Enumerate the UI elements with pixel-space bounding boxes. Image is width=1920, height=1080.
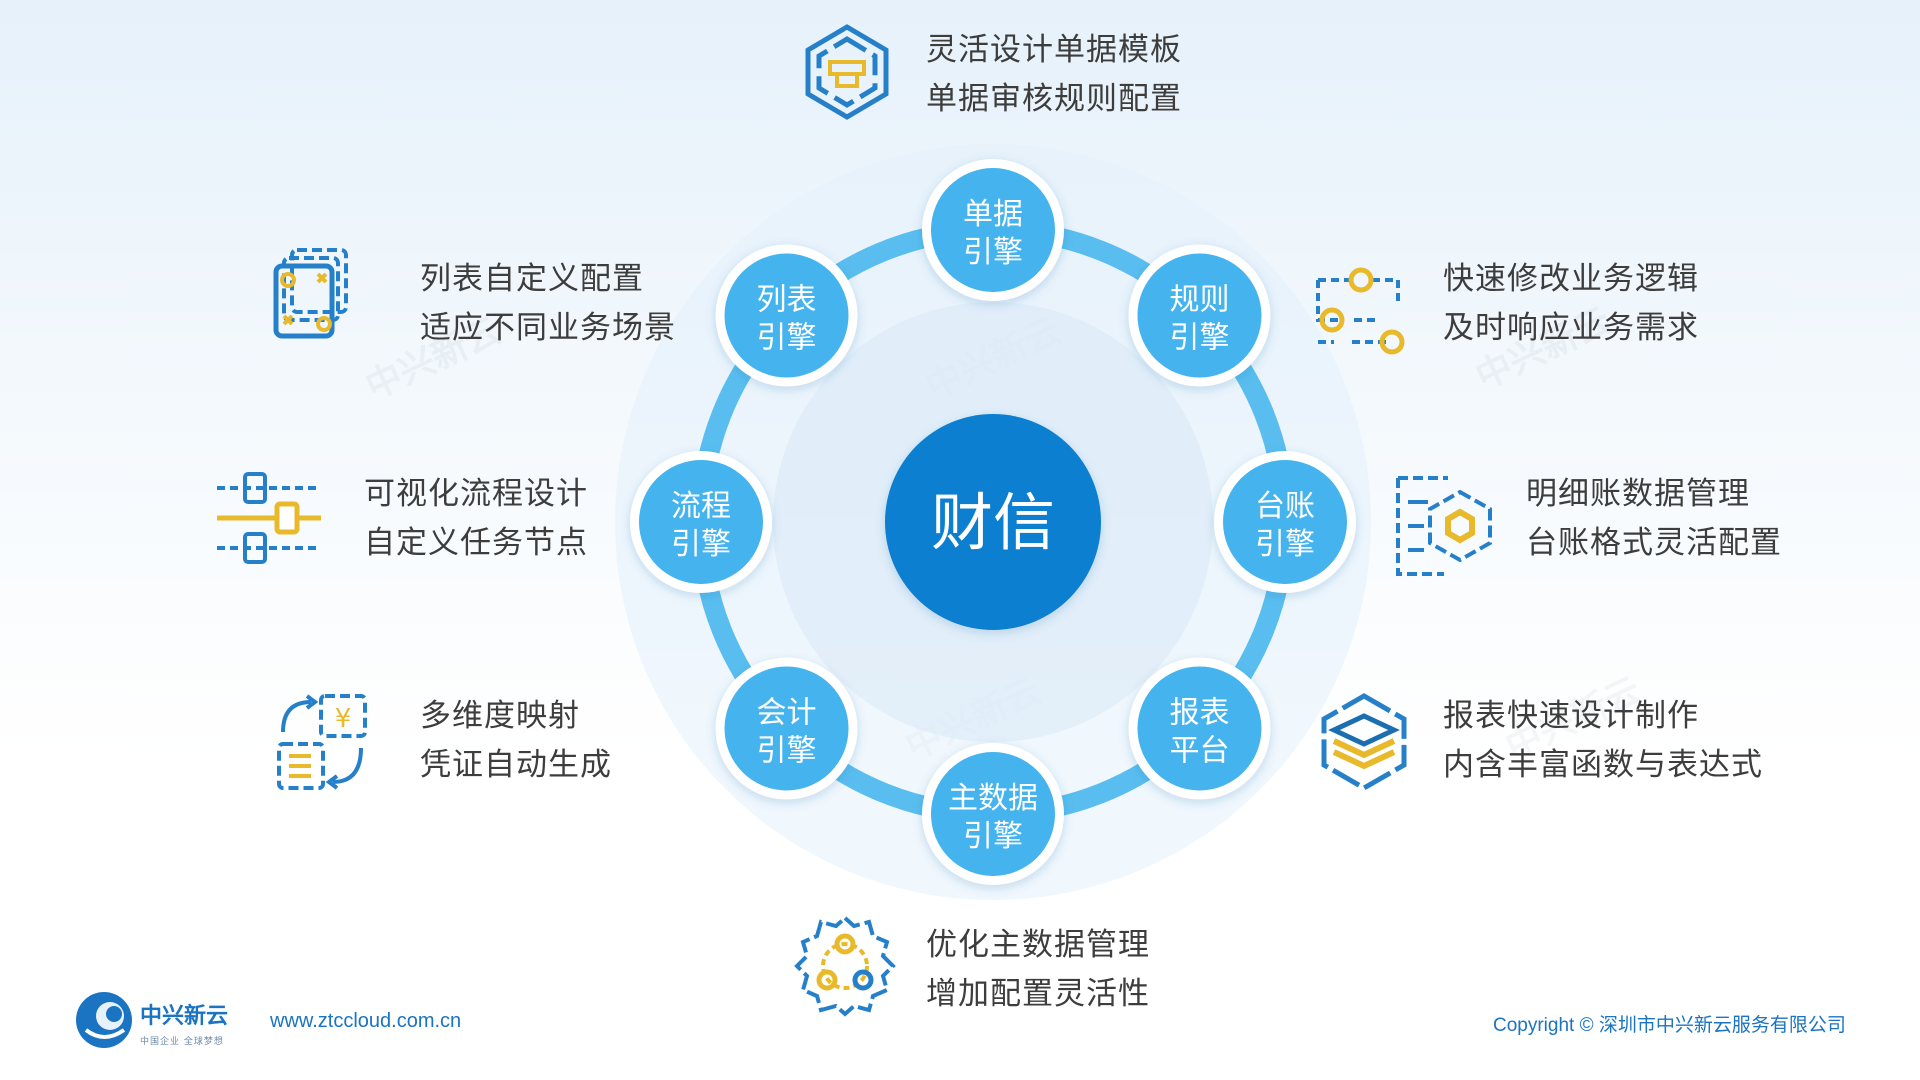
gear-data-icon xyxy=(794,915,896,1017)
document-template-icon xyxy=(805,24,889,120)
engine-node-circle xyxy=(724,666,849,791)
feature-list: 列表自定义配置 适应不同业务场景 xyxy=(420,255,676,353)
feature-process: 可视化流程设计 自定义任务节点 xyxy=(364,470,588,568)
list-cards-icon xyxy=(273,248,348,339)
feature-line: 多维度映射 xyxy=(420,698,580,734)
rule-connector-icon xyxy=(1316,267,1405,355)
engine-node-label: 平台 xyxy=(1169,733,1229,768)
engine-node-label: 台账 xyxy=(1255,489,1315,524)
feature-line: 自定义任务节点 xyxy=(364,525,588,561)
engine-node-label: 引擎 xyxy=(757,733,817,768)
engine-node-label: 引擎 xyxy=(671,527,731,562)
feature-line: 快速修改业务逻辑 xyxy=(1443,261,1699,297)
feature-line: 优化主数据管理 xyxy=(926,927,1150,963)
engine-node-label: 列表 xyxy=(757,283,817,318)
engine-node-label: 会计 xyxy=(757,695,817,730)
feature-ledger: 明细账数据管理 台账格式灵活配置 xyxy=(1526,470,1782,568)
engine-node-label: 引擎 xyxy=(963,235,1023,270)
engine-node-label: 主数据 xyxy=(948,781,1038,816)
engine-node-circle xyxy=(1137,666,1262,791)
brand-slogan: 中国企业 全球梦想 xyxy=(140,1037,224,1047)
engine-node-circle xyxy=(931,168,1055,292)
copyright-text: Copyright © 深圳市中兴新云服务有限公司 xyxy=(1493,1015,1846,1036)
feature-document: 灵活设计单据模板 单据审核规则配置 xyxy=(926,26,1182,124)
feature-line: 及时响应业务需求 xyxy=(1443,310,1699,346)
feature-line: 列表自定义配置 xyxy=(420,261,644,297)
engine-node-circle xyxy=(931,752,1055,876)
engine-node-label: 引擎 xyxy=(757,321,817,356)
engine-node-label: 引擎 xyxy=(1169,321,1229,356)
engine-node-label: 流程 xyxy=(671,489,731,524)
voucher-mapping-icon: ¥ xyxy=(277,694,367,790)
svg-text:¥: ¥ xyxy=(335,704,352,734)
feature-line: 可视化流程设计 xyxy=(364,476,588,512)
feature-line: 台账格式灵活配置 xyxy=(1526,525,1782,561)
feature-line: 内含丰富函数与表达式 xyxy=(1443,747,1763,783)
feature-report: 报表快速设计制作 内含丰富函数与表达式 xyxy=(1443,692,1763,790)
engine-node-circle xyxy=(1223,460,1347,584)
feature-rule: 快速修改业务逻辑 及时响应业务需求 xyxy=(1443,255,1699,353)
feature-line: 单据审核规则配置 xyxy=(926,81,1182,117)
engine-node-label: 引擎 xyxy=(963,819,1023,854)
website-link[interactable]: www.ztccloud.com.cn xyxy=(270,1010,462,1032)
ledger-hexagon-icon xyxy=(1396,476,1492,576)
feature-line: 适应不同业务场景 xyxy=(420,310,676,346)
engine-node-label: 报表 xyxy=(1169,695,1229,730)
feature-line: 灵活设计单据模板 xyxy=(926,32,1182,68)
stacked-layers-icon xyxy=(1321,693,1407,791)
engine-node-circle xyxy=(1137,253,1262,378)
zhongxing-logo-icon xyxy=(76,992,132,1048)
process-flow-icon xyxy=(217,472,321,564)
engine-node-circle xyxy=(639,460,763,584)
brand-name: 中兴新云 xyxy=(140,1004,229,1029)
feature-accounting: 多维度映射 凭证自动生成 xyxy=(420,692,612,790)
feature-master-data: 优化主数据管理 增加配置灵活性 xyxy=(926,921,1150,1019)
feature-line: 明细账数据管理 xyxy=(1526,476,1750,512)
engine-node-label: 引擎 xyxy=(1255,527,1315,562)
engine-node-circle xyxy=(724,253,849,378)
engine-node-label: 单据 xyxy=(963,197,1023,232)
feature-line: 凭证自动生成 xyxy=(420,747,612,783)
center-label: 财信 xyxy=(931,486,1055,559)
center-circle xyxy=(885,414,1101,630)
feature-line: 增加配置灵活性 xyxy=(926,976,1150,1012)
engine-node-label: 规则 xyxy=(1169,283,1229,318)
feature-line: 报表快速设计制作 xyxy=(1443,698,1699,734)
